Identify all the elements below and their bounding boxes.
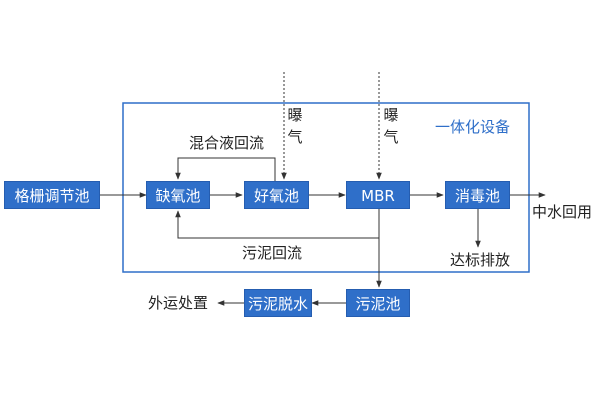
external-disposal-label: 外运处置 bbox=[148, 294, 209, 312]
sludge-dewatering-box: 污泥脱水 bbox=[244, 289, 312, 317]
aeration-label-2: 曝气 bbox=[383, 106, 399, 146]
mbr-box: MBR bbox=[346, 181, 410, 209]
disinfection-tank-box: 消毒池 bbox=[445, 181, 510, 209]
anoxic-tank-box: 缺氧池 bbox=[146, 181, 210, 209]
integrated-equipment-label: 一体化设备 bbox=[435, 118, 511, 136]
aeration-label-1: 曝气 bbox=[287, 106, 303, 146]
aerobic-tank-box: 好氧池 bbox=[244, 181, 309, 209]
grille-tank-box: 格栅调节池 bbox=[4, 181, 100, 209]
mixed-liquor-return-line bbox=[175, 157, 276, 181]
discharge-label: 达标排放 bbox=[450, 251, 511, 269]
mixed-liquor-return-label: 混合液回流 bbox=[189, 134, 265, 152]
integrated-equipment-frame bbox=[122, 102, 530, 273]
reclaimed-water-label: 中水回用 bbox=[532, 203, 593, 221]
sludge-return-label: 污泥回流 bbox=[242, 244, 303, 262]
sludge-return-line bbox=[175, 209, 380, 239]
sludge-tank-box: 污泥池 bbox=[346, 289, 410, 317]
